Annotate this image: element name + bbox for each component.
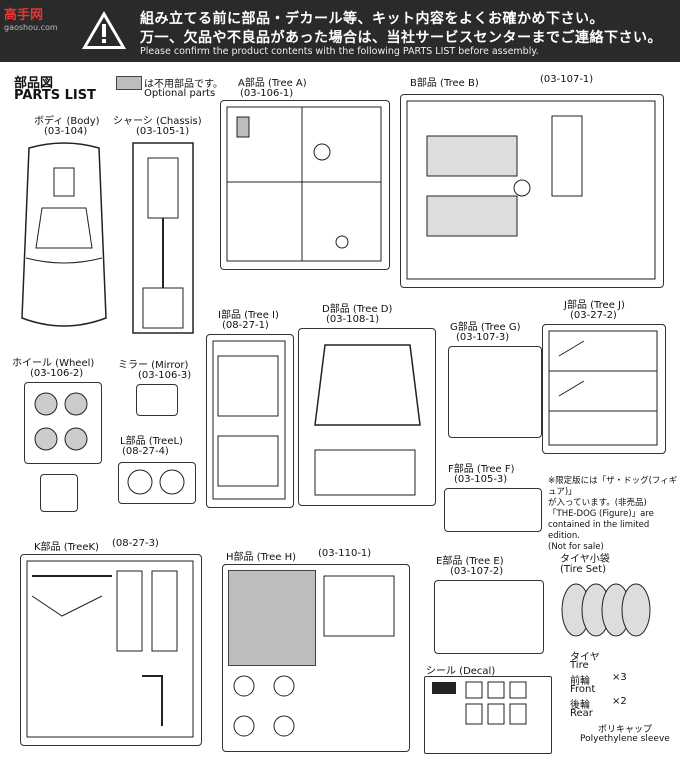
body-drawing — [21, 142, 107, 327]
tree-e-label: E部品 (Tree E) — [436, 556, 504, 567]
tree-k-code: (08-27-3) — [112, 538, 159, 549]
chassis-drawing — [132, 142, 194, 334]
tree-e-code: (03-107-2) — [450, 566, 504, 577]
tree-g-label: G部品 (Tree G) — [450, 322, 521, 333]
legend-jp: は不用部品です。 — [144, 79, 223, 90]
tree-h-code: (03-110-1) — [318, 548, 372, 559]
mirror-box — [136, 384, 178, 416]
tree-j-label: J部品 (Tree J) — [564, 300, 625, 311]
tree-l-code: (08-27-4) — [122, 446, 169, 457]
tree-a-drawing — [226, 106, 382, 262]
legend-en: Optional parts — [144, 88, 216, 99]
tree-k-label: K部品 (TreeK) — [34, 542, 99, 553]
tree-l-label: L部品 (TreeL) — [120, 436, 183, 447]
header-line-3: Please confirm the product contents with… — [140, 46, 539, 57]
tree-i-code: (08-27-1) — [222, 320, 269, 331]
decal-label: シール (Decal) — [426, 666, 496, 677]
sleeve-jp: ポリキャップ — [598, 725, 653, 735]
tire-set-en: (Tire Set) — [560, 564, 607, 575]
chassis-label: シャーシ (Chassis) — [113, 116, 202, 127]
tree-d-box — [298, 328, 436, 506]
tree-d-code: (03-108-1) — [326, 314, 380, 325]
tire-rear-en: Rear — [570, 708, 593, 719]
tree-j-drawing — [548, 330, 658, 446]
limited-edition-note: ※限定版には「ザ・ドッグ(フィギュア)」 が入っています。(非売品) 「THE-… — [548, 476, 678, 552]
tree-b-code: (03-107-1) — [540, 74, 594, 85]
tree-j-box — [542, 324, 666, 454]
tree-l-drawing — [127, 469, 185, 495]
tire-rear-jp: 後輪 — [570, 700, 590, 711]
mirror-code: (03-106-3) — [138, 370, 192, 381]
tree-b-drawing — [406, 100, 656, 280]
tree-b-label: B部品 (Tree B) — [410, 78, 479, 89]
warning-icon — [82, 11, 126, 49]
sleeve-en: Polyethylene sleeve — [580, 734, 670, 744]
tree-i-label: I部品 (Tree I) — [218, 310, 279, 321]
tree-f-code: (03-105-3) — [454, 474, 508, 485]
decal-drawing — [432, 681, 527, 725]
wheel-drawing — [34, 392, 88, 451]
tree-k-box — [20, 554, 202, 746]
tire-front-en: Front — [570, 684, 596, 695]
tree-g-code: (03-107-3) — [456, 332, 510, 343]
tire-rear-qty: ×2 — [612, 696, 627, 707]
wheel-code: (03-106-2) — [30, 368, 84, 379]
parts-list-en: PARTS LIST — [14, 88, 96, 103]
header-line-2: 万一、欠品や不良品があった場合は、当社サービスセンターまでご連絡下さい。 — [140, 30, 662, 46]
tree-h-drawing — [233, 575, 395, 737]
tree-h-label: H部品 (Tree H) — [226, 552, 297, 563]
tire-front-jp: 前輪 — [570, 676, 590, 687]
wheel-box — [24, 382, 102, 464]
parts-list-jp: 部品図 — [14, 76, 54, 91]
tree-h-optional-part — [228, 570, 316, 666]
tree-f-label: F部品 (Tree F) — [448, 464, 515, 475]
wheel-extra — [40, 474, 78, 512]
wheel-label: ホイール (Wheel) — [12, 358, 95, 369]
tree-d-label: D部品 (Tree D) — [322, 304, 393, 315]
tree-j-code: (03-27-2) — [570, 310, 617, 321]
tree-i-box — [206, 334, 294, 508]
tree-a-label: A部品 (Tree A) — [238, 78, 307, 89]
tree-e-box — [434, 580, 544, 654]
tree-f-box — [444, 488, 542, 532]
tree-b-box — [400, 94, 664, 288]
tree-a-code: (03-106-1) — [240, 88, 294, 99]
tire-set-label: タイヤ小袋 — [560, 554, 610, 565]
body-label: ボディ (Body) — [34, 116, 100, 127]
header-line-1: 組み立てる前に部品・デカール等、キット内容をよくお確かめ下さい。 — [140, 11, 604, 27]
optional-swatch — [116, 76, 142, 90]
tree-g-box — [448, 346, 542, 438]
tree-l-box — [118, 462, 196, 504]
chassis-code: (03-105-1) — [136, 126, 190, 137]
tree-d-drawing — [314, 344, 421, 496]
tire-front-qty: ×3 — [612, 672, 627, 683]
tree-k-drawing — [26, 560, 194, 738]
tire-jp: タイヤ — [570, 652, 600, 663]
tire-set-drawing — [561, 583, 651, 637]
mirror-label: ミラー (Mirror) — [118, 360, 189, 371]
tree-i-drawing — [212, 340, 286, 500]
tire-en: Tire — [570, 660, 589, 671]
body-code: (03-104) — [44, 126, 88, 137]
